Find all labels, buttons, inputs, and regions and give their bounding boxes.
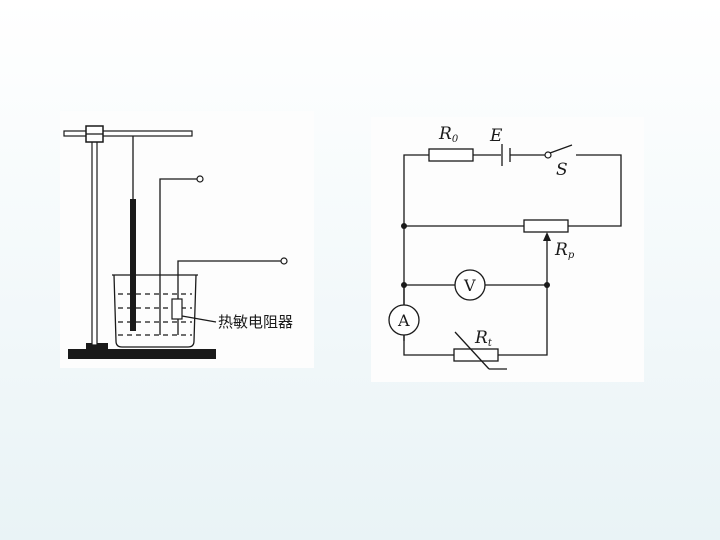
thermistor-body	[171, 298, 183, 320]
lead-wire-1	[159, 178, 197, 335]
terminal-2	[280, 257, 288, 265]
lead-wire-2	[177, 260, 281, 307]
rheostat-arrow	[543, 232, 551, 241]
junction-dot	[544, 282, 550, 288]
thermistor-label: 热敏电阻器	[218, 313, 293, 331]
resistor-r0	[428, 148, 474, 162]
circuit-diagram: R0 E S Rp Rt V A	[371, 117, 644, 382]
thermometer	[130, 199, 136, 331]
ammeter-label: A	[397, 311, 410, 330]
switch-s	[549, 144, 573, 154]
label-e: E	[489, 126, 503, 146]
circuit-drawing: R0 E S Rp Rt V A	[388, 124, 622, 370]
thermistor-variable-line	[454, 331, 490, 370]
stand-base	[68, 349, 216, 359]
rheostat-rp	[523, 219, 569, 233]
label-s: S	[556, 160, 568, 180]
switch-contact	[544, 151, 552, 159]
water-level-lines	[118, 293, 192, 336]
label-rp: Rp	[554, 240, 575, 261]
apparatus-drawing: 热敏电阻器	[63, 125, 293, 359]
stand-foot	[86, 343, 108, 349]
terminal-1	[196, 175, 204, 183]
stand-rod	[91, 132, 98, 346]
stand-arm	[63, 130, 193, 137]
label-rt: Rt	[474, 328, 493, 349]
beaker	[113, 274, 197, 348]
junction-dot	[401, 223, 407, 229]
thermistor-pointer	[181, 315, 217, 323]
junction-dot	[401, 282, 407, 288]
label-r0: R0	[438, 124, 459, 145]
apparatus-diagram: 热敏电阻器	[60, 111, 314, 368]
voltmeter-label: V	[463, 276, 476, 295]
